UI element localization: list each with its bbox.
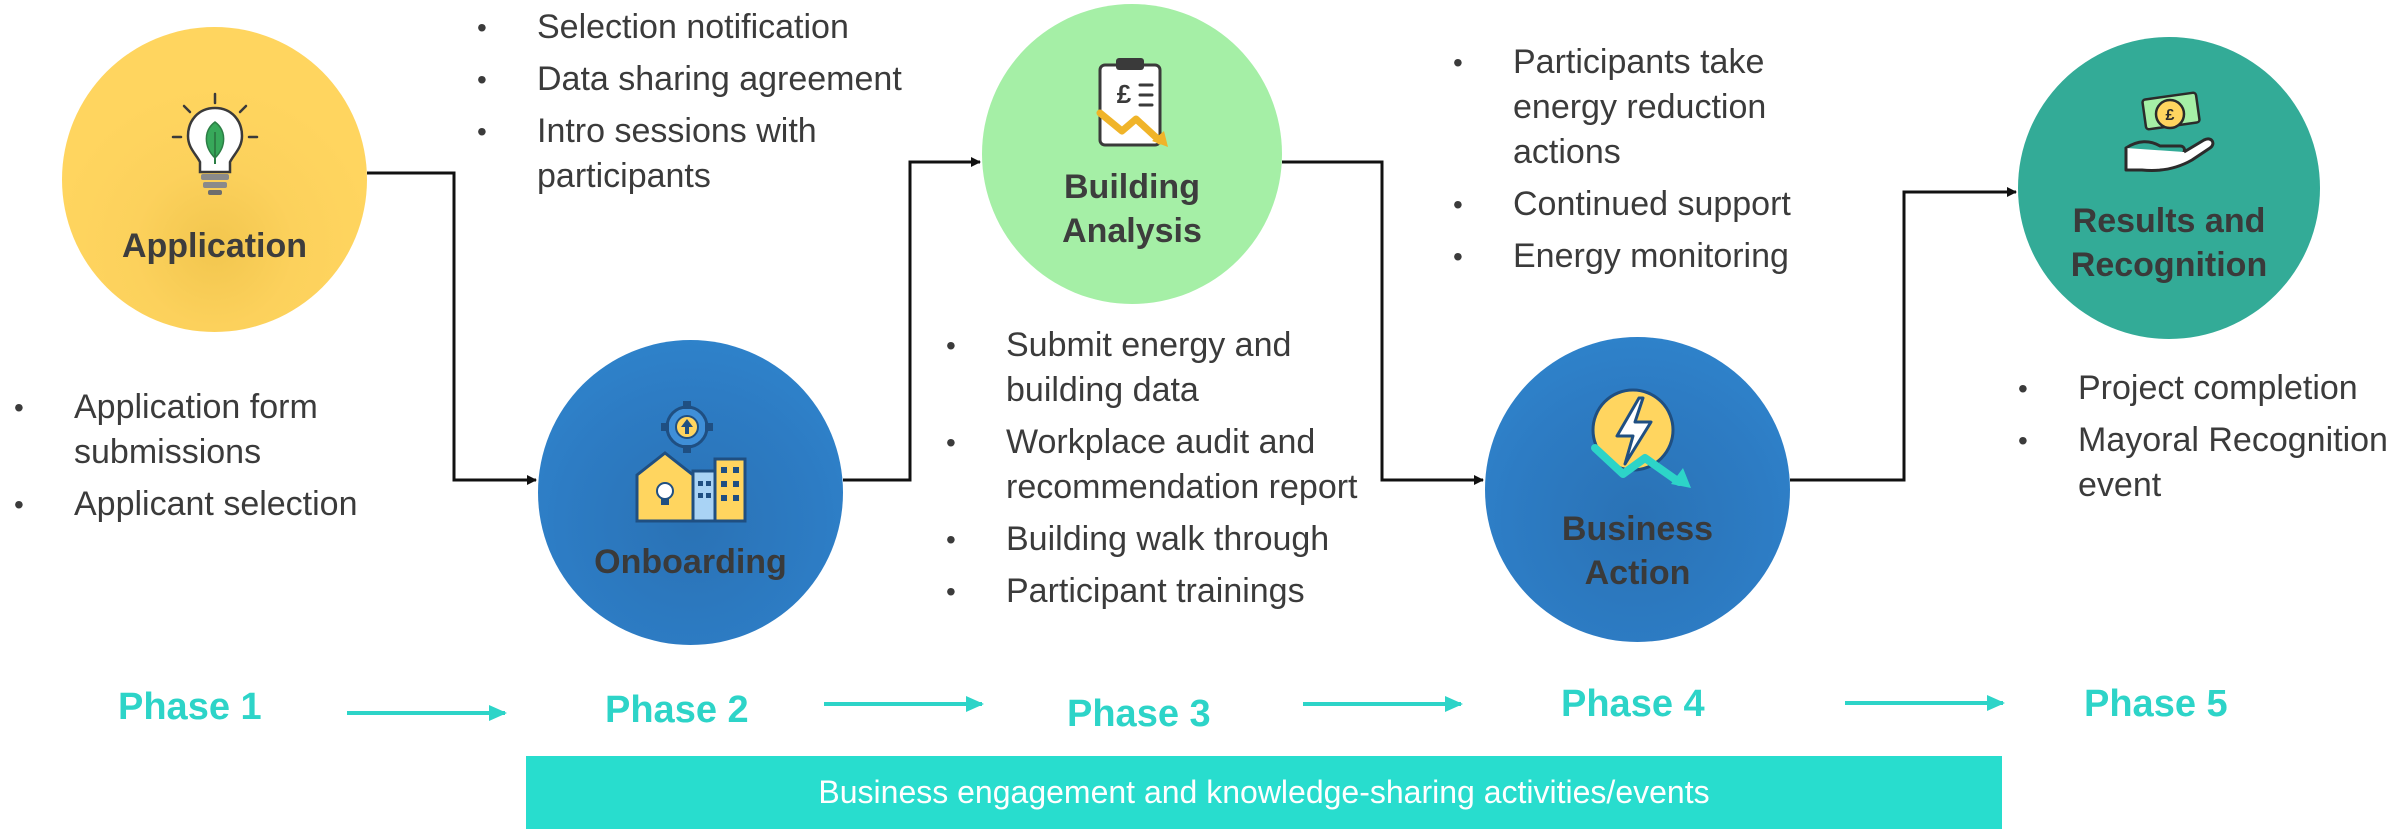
list-item: Data sharing agreement	[477, 57, 977, 102]
phase-title: Application	[121, 226, 308, 265]
phase-label-3: Phase 3	[1067, 693, 1211, 735]
list-item: Project completion	[2018, 366, 2407, 411]
list-item: Participants take energy reduction actio…	[1453, 40, 1873, 175]
phase-circle-onboarding: Onboarding	[538, 340, 843, 645]
phase-label-4: Phase 4	[1561, 683, 1705, 725]
pound-clipboard-chart-icon: £	[1096, 58, 1168, 147]
phase-label-2: Phase 2	[605, 689, 749, 731]
engagement-banner: Business engagement and knowledge-sharin…	[526, 756, 2002, 829]
svg-text:£: £	[2165, 107, 2174, 124]
list-item: Workplace audit and recommendation repor…	[946, 420, 1416, 510]
phase-title: Business Action	[1561, 510, 1714, 592]
phase-title: Results and Recognition	[2070, 201, 2268, 284]
list-item: Selection notification	[477, 5, 977, 50]
onboarding-activities: Selection notification Data sharing agre…	[477, 5, 977, 206]
phase-label-5: Phase 5	[2084, 683, 2228, 725]
list-item: Intro sessions with participants	[477, 109, 977, 199]
connector-analysis-to-action	[1282, 160, 1484, 485]
application-activities: Application form submissions Applicant s…	[14, 385, 434, 534]
phase-circle-building-analysis: £ Building Analysis	[982, 4, 1282, 304]
business-action-activities: Participants take energy reduction actio…	[1453, 40, 1873, 286]
phase-title: Building Analysis	[1062, 168, 1202, 250]
list-item: Continued support	[1453, 182, 1873, 227]
phase-label-1: Phase 1	[118, 686, 262, 728]
hand-pound-money-icon: £	[2124, 91, 2214, 172]
list-item: Applicant selection	[14, 482, 434, 527]
connector-application-to-onboarding	[367, 171, 537, 485]
list-item: Application form submissions	[14, 385, 434, 475]
energy-reduction-bolt-icon	[1590, 388, 1691, 488]
results-recognition-activities: Project completion Mayoral Recognition e…	[2018, 366, 2407, 515]
connector-action-to-results	[1790, 187, 2017, 482]
phase-circle-application: Application	[62, 27, 367, 332]
building-analysis-activities: Submit energy and building data Workplac…	[946, 323, 1416, 621]
svg-text:£: £	[1116, 79, 1131, 109]
buildings-gear-icon	[635, 401, 746, 523]
list-item: Mayoral Recognition event	[2018, 418, 2407, 508]
list-item: Submit energy and building data	[946, 323, 1416, 413]
list-item: Energy monitoring	[1453, 234, 1873, 279]
list-item: Building walk through	[946, 517, 1416, 562]
lightbulb-leaf-icon	[171, 92, 258, 195]
phase-circle-results-recognition: £ Results and Recognition	[2018, 37, 2320, 339]
phase-circle-business-action: Business Action	[1485, 337, 1790, 642]
list-item: Participant trainings	[946, 569, 1416, 614]
phase-title: Onboarding	[594, 543, 787, 581]
